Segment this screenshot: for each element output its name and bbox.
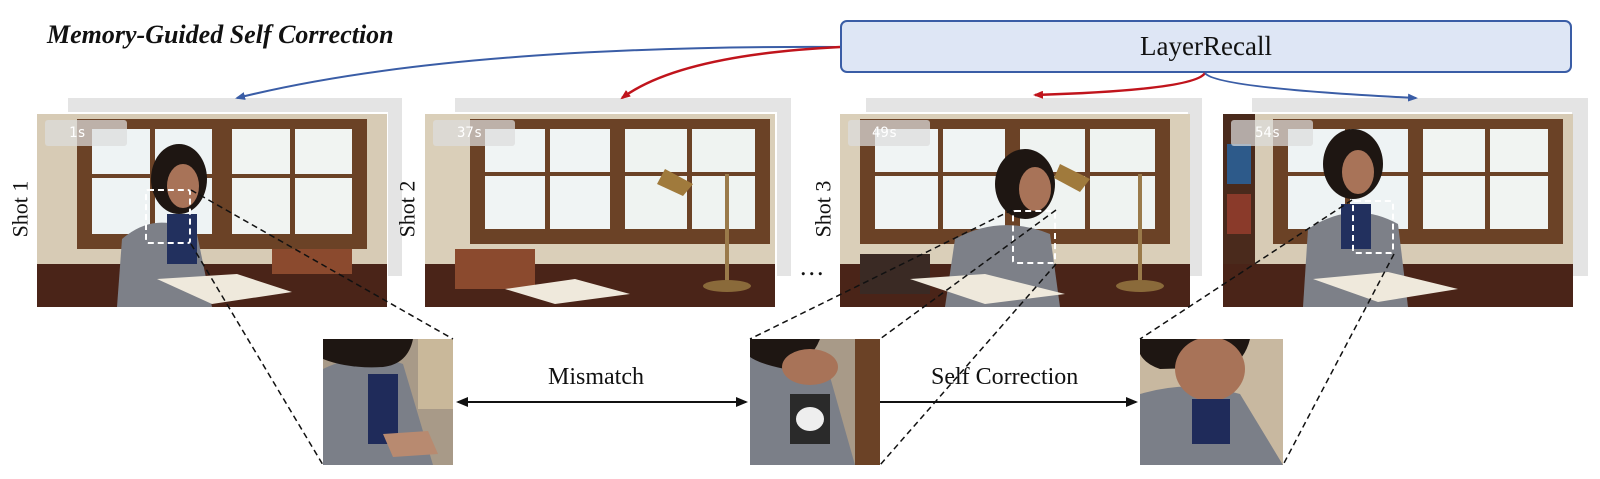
mismatch-label: Mismatch <box>548 364 644 390</box>
memory-strip-shot3b <box>1252 98 1588 112</box>
frame-shot1: 1s <box>37 114 387 307</box>
crop-shot3-b <box>1140 339 1283 465</box>
timestamp-badge: 37s <box>433 120 515 146</box>
memory-strip-shot3b-side <box>1572 98 1588 276</box>
layerrecall-box: LayerRecall <box>840 20 1572 73</box>
memory-strip-shot2 <box>455 98 791 112</box>
self-correction-label: Self Correction <box>931 364 1079 390</box>
crop-shot3-a <box>750 339 880 465</box>
memory-strip-shot2-side <box>777 98 791 276</box>
crop-image <box>323 339 453 465</box>
recall-arrow-to-shot1 <box>235 45 841 100</box>
ellipsis: ... <box>800 252 826 281</box>
selection-box <box>1352 200 1394 254</box>
crop-image <box>1140 339 1283 465</box>
figure-title: Memory-Guided Self Correction <box>47 20 394 49</box>
recall-arrow-to-shot2 <box>620 45 841 100</box>
shot-label-3: Shot 3 <box>810 180 836 238</box>
shot-label-2: Shot 2 <box>394 180 420 238</box>
memory-strip-shot3a <box>866 98 1202 112</box>
selection-box <box>145 189 191 244</box>
recall-arrow-to-shot3b <box>1204 72 1418 102</box>
timestamp-badge: 54s <box>1231 120 1313 146</box>
selection-box <box>1012 210 1056 264</box>
frame-shot3-b: 54s <box>1223 114 1573 307</box>
crop-shot1 <box>323 339 453 465</box>
frame-shot3-a: 49s <box>840 114 1190 307</box>
layerrecall-label: LayerRecall <box>1140 31 1272 61</box>
timestamp-badge: 49s <box>848 120 930 146</box>
crop-image <box>750 339 880 465</box>
memory-strip-shot3a-side <box>1188 98 1202 276</box>
recall-arrow-to-shot3a <box>1033 72 1207 99</box>
frame-shot2: 37s <box>425 114 775 307</box>
memory-strip-shot1 <box>68 98 402 112</box>
frame-image <box>425 114 775 307</box>
shot-label-1: Shot 1 <box>7 180 33 238</box>
timestamp-badge: 1s <box>45 120 127 146</box>
